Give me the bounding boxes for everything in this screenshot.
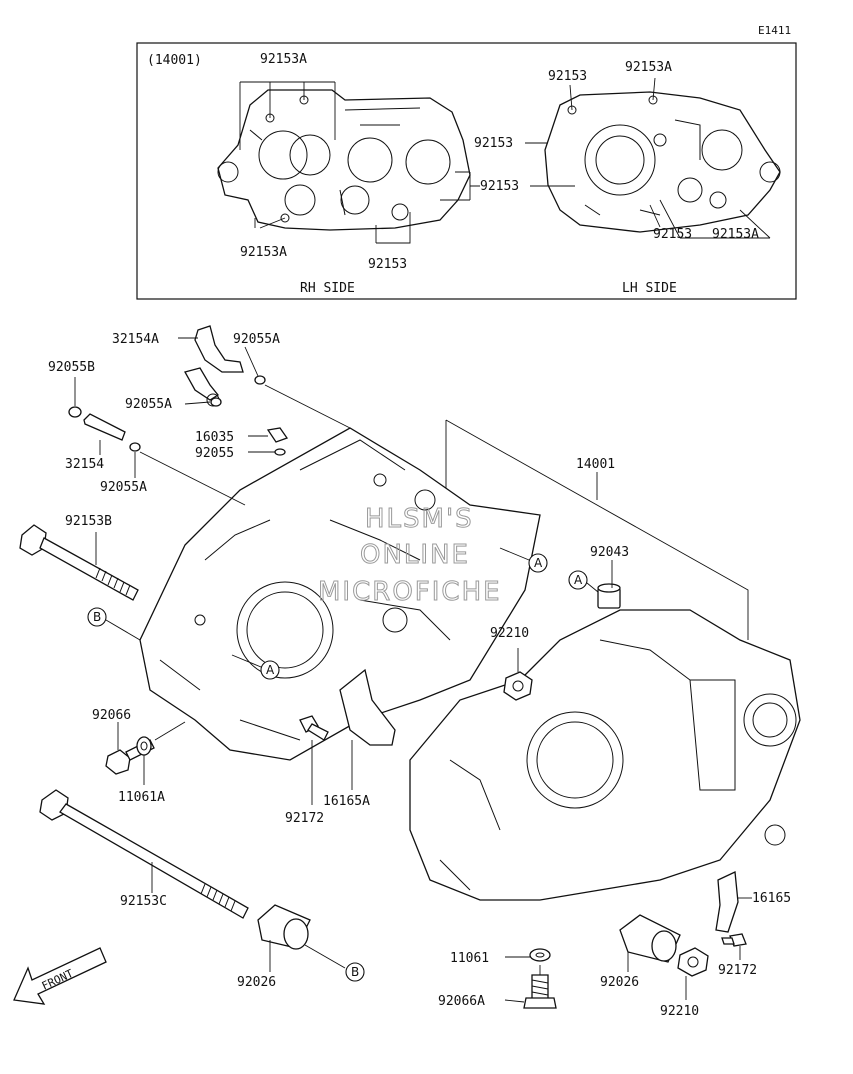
inset-rh-label-1: 92153A	[260, 52, 307, 67]
shift-lever-32154A	[184, 325, 244, 407]
part-92066: 92066	[92, 708, 131, 723]
part-11061A: 11061A	[118, 790, 165, 805]
part-92026-right: 92026	[600, 975, 639, 990]
inset-lh-label-1: 92153	[548, 69, 587, 84]
svg-text:HLSM'S: HLSM'S	[365, 504, 474, 534]
collar-92026-left	[257, 904, 311, 950]
part-16165A: 16165A	[323, 794, 370, 809]
svg-text:B: B	[93, 610, 101, 624]
svg-text:B: B	[351, 965, 359, 979]
assembly-bracket-14001	[445, 419, 749, 640]
part-32154: 32154	[65, 457, 104, 472]
part-16165: 16165	[752, 891, 791, 906]
rh-side-case-drawing	[217, 89, 471, 231]
inset-rh-label-4: 92153	[368, 257, 407, 272]
inset-lh-label-4: 92153	[653, 227, 692, 242]
bolt-92153C	[39, 789, 249, 919]
part-92066A: 92066A	[438, 994, 485, 1009]
bolt-92172-right	[721, 933, 747, 947]
crankcase-right-half	[139, 427, 541, 761]
part-92055A-mid: 92055A	[125, 397, 172, 412]
ref-marker-B-1: B	[87, 607, 107, 627]
inset-lh-label-5: 92153A	[712, 227, 759, 242]
part-92172-right: 92172	[718, 963, 757, 978]
bolt-92153B	[19, 524, 139, 601]
breather-fitting-16035	[266, 427, 289, 456]
rh-side-caption: RH SIDE	[300, 281, 355, 296]
part-92055: 92055	[195, 446, 234, 461]
inset-rh-label-2: 92153	[480, 179, 519, 194]
lh-side-case-drawing	[544, 91, 781, 233]
part-92153B: 92153B	[65, 514, 112, 529]
inset-panel: (14001) 92153A 92153 92153A 92153	[136, 42, 797, 300]
part-92026-left: 92026	[237, 975, 276, 990]
crankcase-left-half	[409, 609, 801, 901]
lh-side-caption: LH SIDE	[622, 281, 677, 296]
inset-assembly-ref: (14001)	[147, 53, 202, 68]
part-92055A-low: 92055A	[100, 480, 147, 495]
part-92210-bottom: 92210	[660, 1004, 699, 1019]
diagram-code: E1411	[758, 24, 791, 37]
collar-92026-right	[619, 914, 681, 963]
part-92172-left: 92172	[285, 811, 324, 826]
part-92055B: 92055B	[48, 360, 95, 375]
watermark: HLSM'S ONLINE MICROFICHE	[318, 504, 502, 608]
part-14001: 14001	[576, 457, 615, 472]
part-92153C: 92153C	[120, 894, 167, 909]
shaft-32154	[68, 406, 141, 452]
guide-plate-16165A	[339, 668, 396, 746]
nut-92210-bottom	[677, 947, 709, 977]
rh-leader-lines	[239, 81, 480, 244]
svg-text:A: A	[534, 556, 543, 570]
ref-marker-B-2: B	[345, 962, 365, 982]
svg-text:A: A	[266, 663, 275, 677]
oring-92055A-top	[254, 375, 266, 385]
dowel-pin-92043	[597, 583, 621, 609]
inset-rh-label-3: 92153A	[240, 245, 287, 260]
guide-plate-16165	[715, 871, 739, 933]
part-92210-top: 92210	[490, 626, 529, 641]
ref-marker-A-3: A	[260, 660, 280, 680]
bolt-92066A	[523, 974, 557, 1009]
inset-lh-label-2: 92153A	[625, 60, 672, 75]
front-direction-arrow: FRONT	[13, 947, 107, 1005]
part-16035: 16035	[195, 430, 234, 445]
washer-11061	[529, 948, 551, 962]
svg-text:MICROFICHE: MICROFICHE	[318, 577, 502, 607]
ref-marker-A-2: A	[568, 570, 588, 590]
svg-text:ONLINE: ONLINE	[360, 540, 470, 570]
ref-marker-A-1: A	[528, 553, 548, 573]
lh-leader-lines	[525, 77, 771, 239]
svg-text:A: A	[574, 573, 583, 587]
oring-92055A-mid	[210, 397, 222, 407]
inset-lh-label-3: 92153	[474, 136, 513, 151]
part-32154A: 32154A	[112, 332, 159, 347]
part-92055A-top: 92055A	[233, 332, 280, 347]
part-11061: 11061	[450, 951, 489, 966]
nut-92210-top	[503, 671, 533, 701]
washer-11061A	[136, 736, 152, 756]
bolt-92172-left	[299, 715, 329, 741]
part-92043: 92043	[590, 545, 629, 560]
